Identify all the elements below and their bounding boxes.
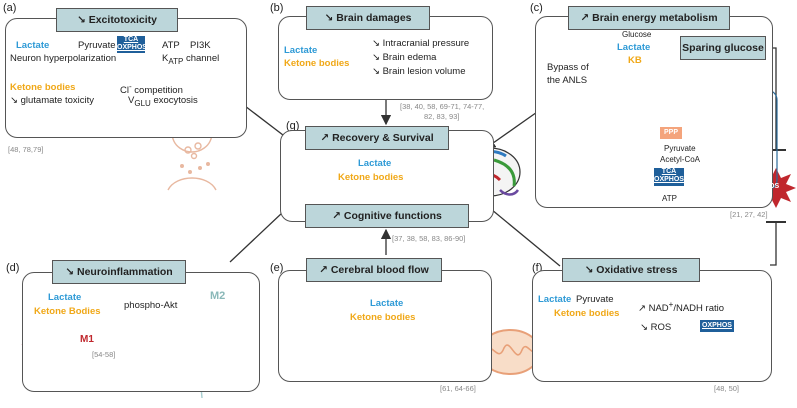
ros-line [770,222,777,266]
lactate-label: Lactate [538,294,572,305]
lactate-label: Lactate [284,45,318,56]
ketone-bodies-label: Ketone bodies [284,58,350,69]
panel-e [278,270,492,382]
glutamate-toxicity: ↘ glutamate toxicity [10,95,94,106]
panel-e-refs: [61, 64-66] [440,384,476,393]
brain-damage-item-2: ↘ Brain edema [372,52,437,63]
ketone-bodies-label: Ketone Bodies [34,306,101,317]
lactate-label: Lactate [48,292,82,303]
panel-c-title: ↗ Brain energy metabolism [568,6,730,30]
lactate-label: Lactate [617,42,651,53]
panel-a-letter: (a) [3,2,17,14]
panel-d-title: ↘ Neuroinflammation [52,260,186,284]
panel-g-title: ↗ Recovery & Survival [305,126,449,150]
tca-label: TCA [661,168,677,175]
panel-b-letter: (b) [270,2,284,14]
pyruvate-label: Pyruvate [576,294,614,305]
pi3k-label: PI3K [190,40,211,51]
panel-e-letter: (e) [270,262,284,274]
pyruvate-label: Pyruvate [664,144,696,153]
panel-f-refs: [48, 50] [714,384,740,393]
panel-a-title: ↘ Excitotoxicity [56,8,178,32]
ros-badge-label: ROS [764,183,780,190]
panel-f-title: ↘ Oxidative stress [562,258,700,282]
synapse-illustration [167,131,217,191]
panel-c-refs: [21, 27, 42] [730,210,768,219]
katp-channel: KATP channel [162,53,220,66]
panel-d [22,272,260,392]
ketone-bodies-label: Ketone bodies [350,312,416,323]
panel-a-refs: [48, 78,79] [8,145,44,154]
panel-g-refs: [37, 38, 58, 83, 86-90] [392,234,466,243]
cl-competition: Cl- competition [120,82,183,97]
panel-b-refs-1: [38, 40, 58, 69-71, 74-77, [400,102,485,111]
lactate-label: Lactate [358,158,392,169]
lactate-label: Lactate [16,40,50,51]
oxphos-label: OXPHOS [117,44,147,51]
sparing-glucose-box: Sparing glucose [680,36,766,60]
acetyl-coa-label: Acetyl-CoA [660,155,701,164]
panel-c-letter: (c) [530,2,543,14]
kb-label: KB [628,55,642,66]
m1-label: M1 [80,334,94,345]
pyruvate-label: Pyruvate [78,40,116,51]
ketone-bodies-label: Ketone bodies [554,308,620,319]
arrow-c-to-g [484,109,541,149]
tca-oxphos-box: TCA OXPHOS [117,36,147,53]
ketone-bodies-label: Ketone bodies [338,172,404,183]
brain-damage-item-3: ↘ Brain lesion volume [372,66,466,77]
glucose-label: Glucose [622,30,652,39]
m2-label: M2 [210,290,226,302]
panel-d-letter: (d) [6,262,20,274]
oxphos-label: OXPHOS [654,176,684,183]
oxphos-box: OXPHOS [700,320,734,332]
panel-f-letter: (f) [532,262,543,274]
panel-e-title: ↗ Cerebral blood flow [306,258,442,282]
panel-g-letter: (g) [286,120,300,132]
panel-d-refs: [54-58] [92,350,116,359]
atp-label: ATP [162,40,180,51]
tca-oxphos-box: TCA OXPHOS [654,168,684,186]
nad-ratio: ↗ NAD+/NADH ratio [638,300,725,315]
neuron-hyperpolarization: Neuron hyperpolarization [10,53,117,64]
panel-b-refs-2: 82, 83, 93] [424,112,460,121]
panel-b [278,16,493,100]
bypass-line-2: the ANLS [547,75,588,86]
cognitive-functions-box: ↗ Cognitive functions [305,204,469,228]
ppp-box: PPP [660,127,682,139]
panel-b-title: ↘ Brain damages [306,6,430,30]
ros-decrease: ↘ ROS [640,322,672,333]
lactate-label: Lactate [370,298,404,309]
ketone-bodies-label: Ketone bodies [10,82,76,93]
atp-label: ATP [662,194,677,203]
bypass-line-1: Bypass of [547,62,589,73]
phospho-akt-label: phospho-Akt [124,300,178,311]
brain-damage-item-1: ↘ Intracranial pressure [372,38,470,49]
vglu-exocytosis: VGLU exocytosis [128,95,198,108]
tca-label: TCA [123,36,139,43]
